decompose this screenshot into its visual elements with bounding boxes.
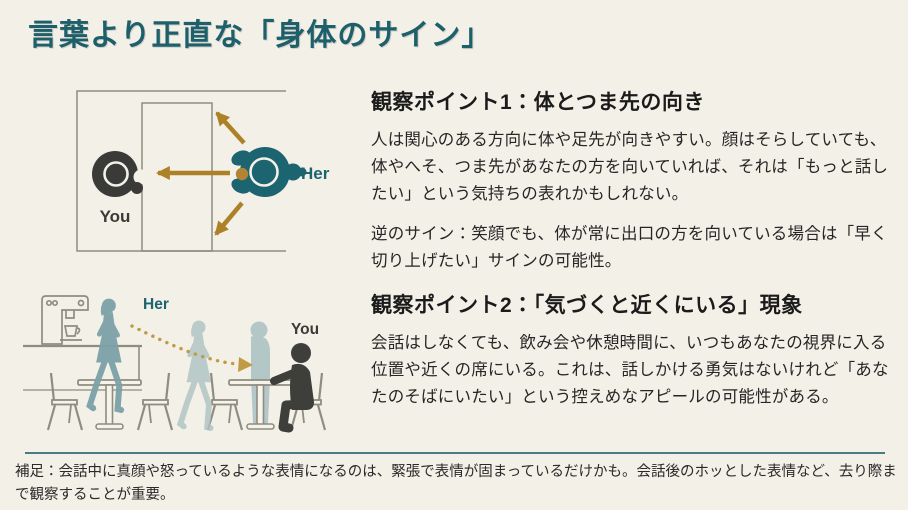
section-paragraph: 会話はしなくても、飲み会や休憩時間に、いつもあなたの視界に入る位置や近くの席にい… <box>371 334 889 406</box>
page-title: 言葉より正直な「身体のサイン」 <box>28 19 493 52</box>
you-seated-figure <box>270 343 314 433</box>
section-heading: 観察ポイント1：体とつま先の向き <box>371 91 705 114</box>
observation-point-1: 観察ポイント1：体とつま先の向き 人は関心のある方向に体や足先が向きやすい。顔は… <box>371 86 899 275</box>
her-label: Her <box>301 164 330 183</box>
her-label: Her <box>143 296 169 313</box>
coffee-machine-icon <box>23 295 142 391</box>
dotted-path-arrow-icon <box>130 324 253 372</box>
footnote: 補足：会話中に真顔や怒っているような表情になるのは、緊張で表情が固まっているだけ… <box>15 464 897 503</box>
chair-outline <box>46 371 84 432</box>
you-label: You <box>291 321 319 338</box>
arrow-up-icon <box>215 111 246 145</box>
cafe-proximity-illustration: Her You <box>23 295 327 433</box>
table-outline <box>141 102 213 252</box>
walking-woman-faded-figure <box>180 321 210 428</box>
section-heading: 観察ポイント2：「気づくと近くにいる」現象 <box>371 294 803 317</box>
you-topview-icon <box>92 151 149 197</box>
her-topview-icon <box>231 147 307 197</box>
direction-arrows <box>155 111 246 236</box>
chair-outline <box>136 371 174 432</box>
navel-dot-icon <box>235 167 249 181</box>
observation-point-2: 観察ポイント2：「気づくと近くにいる」現象 会話はしなくても、飲み会や休憩時間に… <box>371 289 899 411</box>
arrow-down-icon <box>214 201 244 236</box>
section-paragraph: 人は関心のある方向に体や足先が向きやすい。顔はそらしていても、体やへそ、つま先が… <box>371 131 889 203</box>
footer-divider <box>25 452 885 454</box>
body-orientation-diagram: You Her <box>76 90 330 252</box>
you-label: You <box>100 207 131 226</box>
section-paragraph: 逆のサイン：笑顔でも、体が常に出口の方を向いている場合は「早く切り上げたい」サイ… <box>371 225 888 270</box>
